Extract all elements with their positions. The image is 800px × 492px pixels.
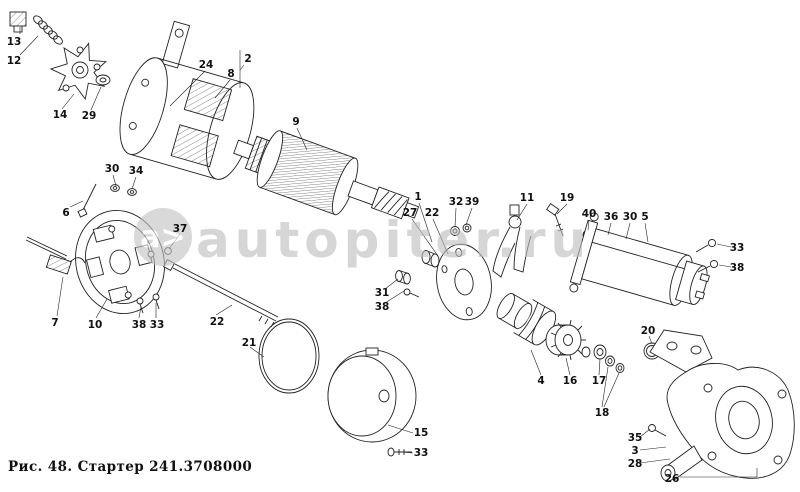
terminal-bolt-and-spring — [9, 11, 63, 45]
drive-clutch — [496, 293, 557, 346]
shield-screw-37 — [164, 247, 172, 255]
part-callout-33-15: 33 — [149, 318, 165, 331]
part-callout-38-14: 38 — [131, 318, 147, 331]
part-callout-37-11: 37 — [172, 222, 188, 235]
washer-29 — [95, 74, 111, 86]
armature — [233, 130, 420, 220]
gasket-ring — [258, 318, 320, 394]
part-callout-11-25: 11 — [519, 191, 535, 204]
part-callout-8-5: 8 — [227, 67, 235, 80]
fork-lever — [492, 204, 532, 278]
part-callout-19-26: 19 — [559, 191, 575, 204]
part-callout-30-8: 30 — [104, 162, 120, 175]
part-callout-27-21: 27 — [402, 206, 418, 219]
part-callout-12-1: 12 — [6, 54, 22, 67]
part-callout-9-7: 9 — [292, 115, 300, 128]
part-callout-38-34: 38 — [374, 300, 390, 313]
part-callout-16-36: 16 — [562, 374, 578, 387]
intermediate-plate — [436, 243, 492, 321]
part-callout-39-24: 39 — [464, 195, 480, 208]
part-callout-29-3: 29 — [81, 109, 97, 122]
part-callout-35-40: 35 — [627, 431, 643, 444]
solenoid-screws — [695, 238, 719, 273]
part-callout-10-13: 10 — [87, 318, 103, 331]
plug-and-screw-31-38 — [395, 270, 420, 298]
carbon-brush — [25, 236, 86, 275]
drive-end-bracket — [649, 329, 795, 482]
leader-lines — [19, 27, 758, 478]
shield-screws — [136, 293, 160, 314]
part-callout-30-29: 30 — [622, 210, 638, 223]
pinion-gear — [545, 319, 591, 361]
part-callout-5-30: 5 — [641, 210, 649, 223]
part-callout-18-38: 18 — [594, 406, 610, 419]
stud-and-washers-left — [77, 183, 137, 218]
part-callout-32-23: 32 — [448, 195, 464, 208]
part-callout-13-0: 13 — [6, 35, 22, 48]
part-callout-6-10: 6 — [62, 206, 70, 219]
part-callout-28-42: 28 — [627, 457, 643, 470]
brush-holder-plate — [49, 42, 107, 101]
part-callout-4-35: 4 — [537, 374, 545, 387]
part-callout-31-33: 31 — [374, 286, 390, 299]
plate-washers-32-39 — [450, 223, 472, 236]
thrust-washers — [593, 344, 625, 373]
bracket-screw — [648, 424, 667, 437]
part-callout-24-4: 24 — [198, 58, 214, 71]
part-callout-22-16: 22 — [209, 315, 225, 328]
part-callout-7-12: 7 — [51, 316, 59, 329]
part-callout-2-6: 2 — [244, 52, 252, 65]
part-callout-26-43: 26 — [664, 472, 680, 485]
end-cover — [327, 347, 417, 443]
part-callout-22-22: 22 — [424, 206, 440, 219]
part-callout-21-17: 21 — [241, 336, 257, 349]
part-callout-33-31: 33 — [729, 241, 745, 254]
part-callout-15-18: 15 — [413, 426, 429, 439]
stator-housing — [119, 20, 255, 180]
part-callout-40-27: 40 — [581, 207, 597, 220]
part-callout-34-9: 34 — [128, 164, 144, 177]
bolt-19 — [545, 203, 564, 237]
cover-screw — [387, 447, 412, 457]
part-callout-36-28: 36 — [603, 210, 619, 223]
solenoid — [569, 212, 710, 306]
commutator-end-shield — [75, 209, 165, 315]
part-callout-33-19: 33 — [413, 446, 429, 459]
figure-caption: Рис. 48. Стартер 241.3708000 — [8, 459, 253, 475]
part-callout-14-2: 14 — [52, 108, 68, 121]
plate-bushing — [421, 250, 440, 268]
part-callout-3-41: 3 — [631, 444, 639, 457]
part-callout-38-32: 38 — [729, 261, 745, 274]
part-callout-17-37: 17 — [591, 374, 607, 387]
part-callout-1-20: 1 — [414, 190, 422, 203]
part-callout-20-39: 20 — [640, 324, 656, 337]
